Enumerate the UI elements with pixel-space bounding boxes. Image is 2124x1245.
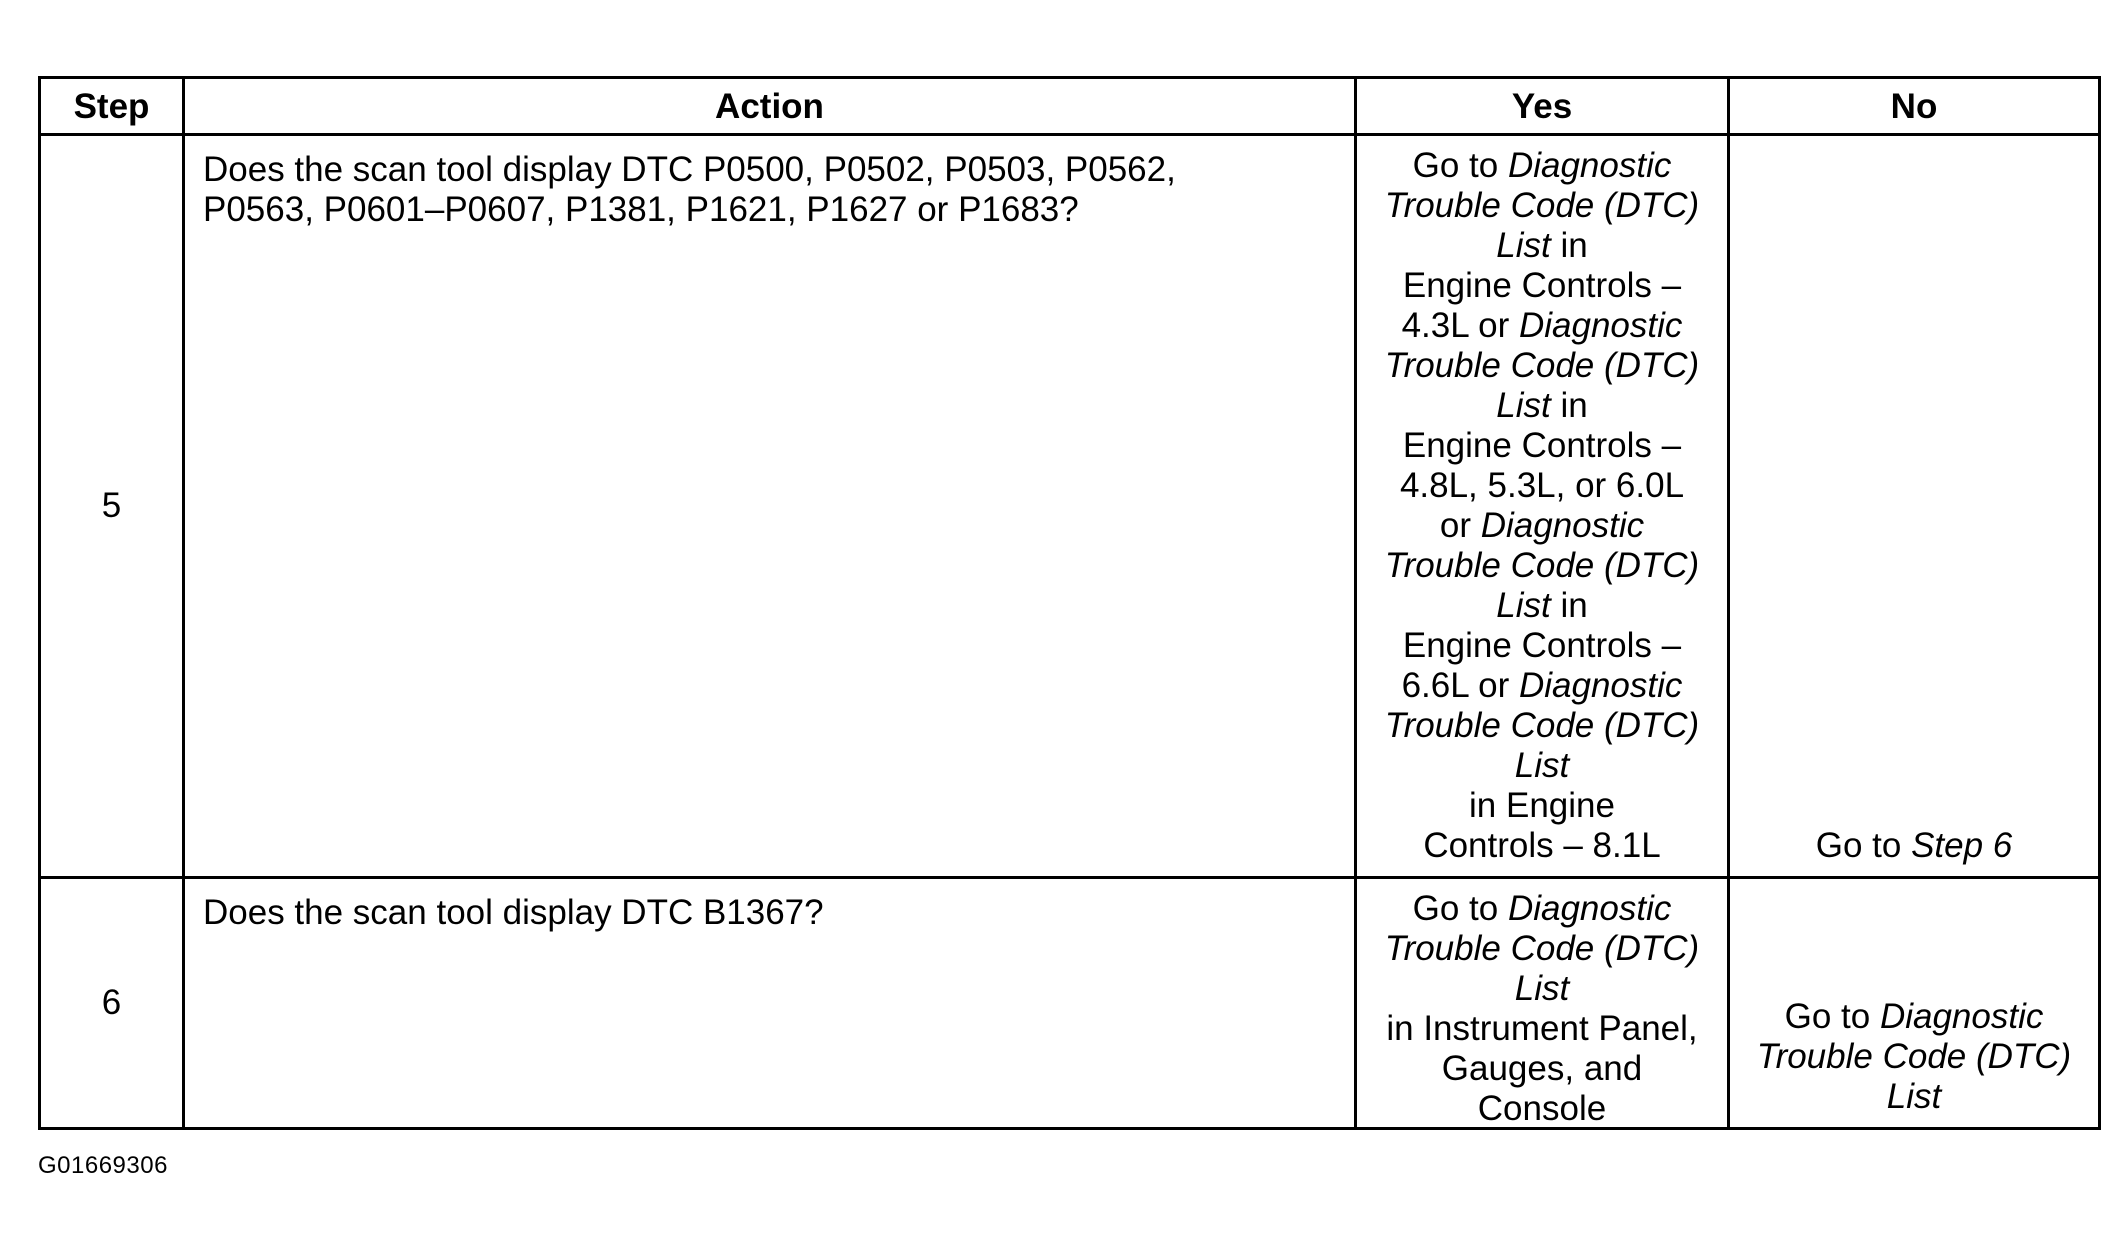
diagnostic-table: Step Action Yes No 5 Does the scan tool … [38,76,2101,1130]
cell-text-line: Engine Controls – [1363,426,1721,466]
reference-text: List [1496,226,1551,265]
row-divider [41,876,2098,879]
cell-text-line: Trouble Code (DTC) [1363,546,1721,586]
reference-text: Diagnostic [1507,889,1672,928]
cell-text-line: Trouble Code (DTC) [1736,1037,2092,1077]
reference-text: List [1496,586,1551,625]
header-no: No [1890,86,1938,126]
no-cell: Go to Step 6 [1730,136,2098,876]
cell-text-line: or Diagnostic [1363,506,1721,546]
reference-text: Trouble Code (DTC) [1384,346,1700,385]
cell-text-line: List in [1363,226,1721,266]
cell-text: Engine Controls – [1402,266,1682,305]
cell-text: 4.8L, 5.3L, or 6.0L [1399,466,1685,505]
cell-text: Go to [1815,826,1912,865]
reference-text: Diagnostic [1480,506,1645,545]
reference-text: List [1514,746,1570,785]
reference-text: List [1514,969,1570,1008]
cell-text: Engine Controls – [1402,426,1682,465]
cell-text: in [1550,386,1588,425]
cell-text-line: Console [1363,1089,1721,1129]
action-text-line: Does the scan tool display DTC B1367? [203,893,824,932]
cell-text: 4.3L or [1401,306,1519,345]
cell-text-line: List [1363,969,1721,1009]
cell-text-line: 4.3L or Diagnostic [1363,306,1721,346]
column-divider [182,79,185,1127]
cell-text-line: Trouble Code (DTC) [1363,929,1721,969]
reference-text: Trouble Code (DTC) [1756,1037,2072,1076]
cell-text-line: List [1736,1077,2092,1117]
cell-text-line: Go to Diagnostic [1363,146,1721,186]
cell-text: or [1439,506,1481,545]
cell-text-line: 6.6L or Diagnostic [1363,666,1721,706]
header-divider [41,133,2098,136]
figure-id: G01669306 [38,1152,168,1179]
action-text-line: Does the scan tool display DTC P0500, P0… [203,150,1176,189]
cell-text-line: Go to Step 6 [1736,826,2092,866]
cell-text-line: in Engine [1363,786,1721,826]
cell-text-line: Controls – 8.1L [1363,826,1721,866]
reference-text: Diagnostic [1518,666,1683,705]
cell-text: Go to [1412,889,1508,928]
reference-text: Diagnostic [1518,306,1683,345]
column-divider [1354,79,1357,1127]
step-number: 6 [101,983,122,1022]
reference-text: Diagnostic [1879,997,2044,1036]
column-divider [1727,79,1730,1127]
action-cell: Does the scan tool display DTC P0500, P0… [185,136,1354,876]
cell-text-line: 4.8L, 5.3L, or 6.0L [1363,466,1721,506]
cell-text: in [1550,226,1588,265]
cell-text: Engine Controls – [1402,626,1682,665]
cell-text-line: Engine Controls – [1363,266,1721,306]
reference-text: Trouble Code (DTC) [1384,186,1700,225]
header-action: Action [715,86,824,126]
cell-text: Go to [1784,997,1880,1036]
cell-text: 6.6L or [1401,666,1519,705]
cell-text-line: Go to Diagnostic [1363,889,1721,929]
reference-text: List [1496,386,1551,425]
cell-text: Gauges, and [1441,1049,1643,1088]
cell-text-line: List in [1363,586,1721,626]
action-cell: Does the scan tool display DTC B1367? [185,879,1354,1127]
cell-text: Console [1477,1089,1607,1128]
reference-text: List [1886,1077,1942,1116]
cell-text-line: Engine Controls – [1363,626,1721,666]
step-number: 5 [101,486,122,525]
reference-text: Trouble Code (DTC) [1384,546,1700,585]
cell-text-line: Trouble Code (DTC) [1363,706,1721,746]
cell-text-line: List [1363,746,1721,786]
reference-text: Step 6 [1911,826,2013,865]
reference-text: Diagnostic [1507,146,1672,185]
header-yes: Yes [1511,86,1573,126]
cell-text: Go to [1412,146,1508,185]
cell-text-line: in Instrument Panel, [1363,1009,1721,1049]
cell-text-line: Go to Diagnostic [1736,997,2092,1037]
cell-text: in [1550,586,1588,625]
reference-text: Trouble Code (DTC) [1384,706,1700,745]
cell-text-line: Gauges, and [1363,1049,1721,1089]
reference-text: Trouble Code (DTC) [1384,929,1700,968]
header-step: Step [73,86,150,126]
cell-text-line: List in [1363,386,1721,426]
cell-text: in Engine [1469,786,1615,825]
cell-text: in Instrument Panel, [1386,1009,1698,1048]
cell-text-line: Trouble Code (DTC) [1363,346,1721,386]
cell-text: Controls – 8.1L [1423,826,1661,865]
action-text-line: P0563, P0601–P0607, P1381, P1621, P1627 … [203,190,1079,229]
cell-text-line: Trouble Code (DTC) [1363,186,1721,226]
